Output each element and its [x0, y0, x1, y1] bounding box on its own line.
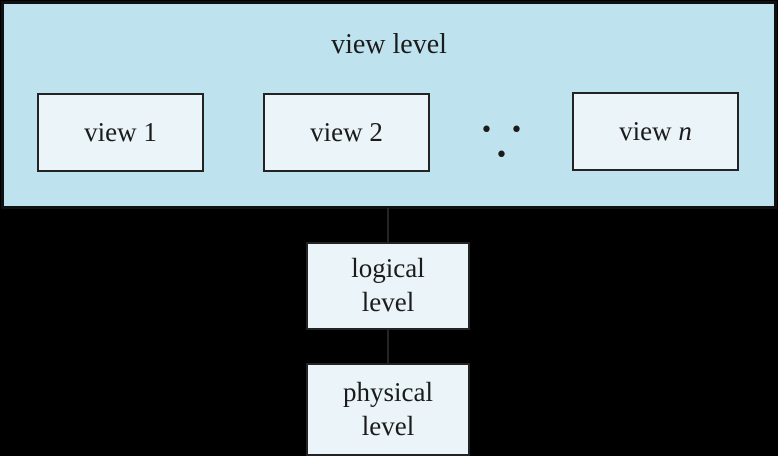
- view-n-label: view n: [619, 116, 692, 147]
- view-n-box: view n: [572, 92, 739, 171]
- view-level-title: view level: [331, 29, 447, 60]
- ellipsis-dots: • • •: [480, 118, 528, 168]
- logical-level-label-line1: logical: [351, 253, 425, 284]
- view-2-box: view 2: [263, 93, 430, 172]
- physical-level-label-line2: level: [361, 410, 415, 441]
- logical-level-box: logical level: [306, 242, 470, 330]
- view-2-label: view 2: [310, 117, 383, 147]
- view-n-label-prefix: view: [619, 116, 679, 146]
- logical-level-label-line2: level: [361, 287, 415, 317]
- view-1-label: view 1: [84, 117, 157, 147]
- view-level-container: view level view 1 view 2 • • • view n: [1, 1, 777, 209]
- physical-level-box: physical level: [306, 363, 470, 456]
- view-n-label-variable: n: [678, 116, 692, 146]
- connector-view-to-logical: [387, 208, 389, 242]
- view-1-box: view 1: [37, 93, 204, 172]
- physical-level-label-line1: physical: [343, 376, 433, 407]
- connector-logical-to-physical: [387, 329, 389, 363]
